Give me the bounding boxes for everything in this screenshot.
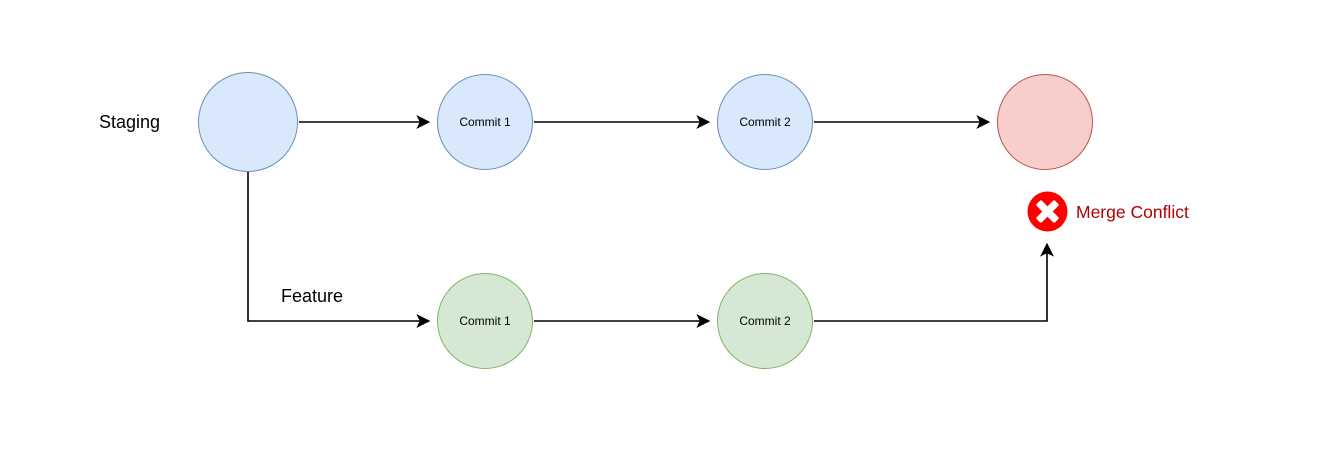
staging-commit2-label: Commit 2 xyxy=(739,114,791,129)
staging-commit1-label: Commit 1 xyxy=(459,114,511,129)
feature-commit1-node: Commit 1 xyxy=(437,273,533,369)
feature-commit1-label: Commit 1 xyxy=(459,313,511,328)
staging-commit1-node: Commit 1 xyxy=(437,74,533,170)
merge-result-node xyxy=(997,74,1093,170)
staging-commit2-node: Commit 2 xyxy=(717,74,813,170)
feature-branch-label: Feature xyxy=(281,286,344,306)
staging-base-node xyxy=(198,72,298,172)
edge-staging-base-to-feature-commit1 xyxy=(247,172,431,328)
edge-feature-commit2-to-conflict xyxy=(814,242,1054,322)
feature-commit2-node: Commit 2 xyxy=(717,273,813,369)
staging-branch-label: Staging xyxy=(99,112,161,132)
merge-conflict-label: Merge Conflict xyxy=(1076,202,1189,222)
error-cross-icon xyxy=(1027,191,1068,232)
feature-commit2-label: Commit 2 xyxy=(739,313,791,328)
